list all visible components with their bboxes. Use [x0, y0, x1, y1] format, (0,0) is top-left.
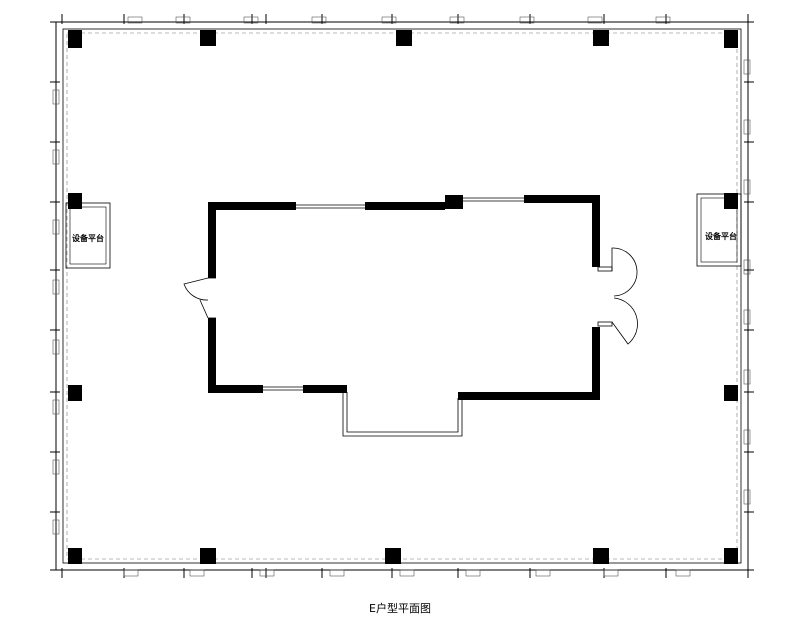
core-wall-segment — [445, 195, 463, 209]
structural-column — [593, 548, 609, 564]
platform-outline — [696, 193, 742, 267]
core-wall-segment — [524, 195, 600, 203]
facade-panel — [381, 16, 397, 24]
left-door-swing — [199, 299, 209, 319]
facade-panel — [127, 16, 143, 24]
right-door-swing — [611, 297, 638, 345]
core-walls — [208, 195, 600, 400]
left-door-swing — [183, 277, 209, 301]
facade-panel — [52, 339, 60, 355]
facade-panel — [743, 309, 751, 325]
facade-panel — [743, 59, 751, 75]
facade-panel — [329, 569, 345, 577]
core-wall-segment — [303, 385, 347, 393]
facade-panel — [743, 179, 751, 195]
structural-column — [396, 30, 412, 46]
facade-panel — [743, 369, 751, 385]
outer-frame-line — [55, 21, 749, 571]
structural-column — [724, 193, 738, 209]
plan-caption: E户型平面图 — [369, 602, 431, 615]
facade-panel — [743, 119, 751, 135]
facade-panels — [52, 16, 751, 577]
structural-column — [68, 385, 82, 401]
structural-column — [68, 30, 82, 48]
structural-column — [68, 193, 82, 209]
core-wall-segment — [592, 195, 600, 267]
facade-panel — [52, 399, 60, 415]
facade-panel — [603, 569, 619, 577]
core-wall-segment — [208, 202, 296, 210]
core-wall-segment — [208, 202, 216, 278]
structural-column — [724, 385, 738, 401]
facade-panel — [587, 16, 603, 24]
right-door-leaf — [597, 266, 613, 272]
facade-panel — [259, 569, 275, 577]
core-wall-segment — [592, 327, 600, 400]
platform-outline-inner — [69, 206, 107, 265]
structural-column — [200, 30, 216, 46]
outer-frame-inner-line — [62, 28, 742, 564]
structural-column — [724, 548, 738, 564]
equipment-platform-left: 设备平台 — [65, 202, 111, 269]
equipment-platform-label-left: 设备平台 — [72, 233, 104, 243]
frame-tick-marks — [50, 14, 754, 578]
outer-frame-dashed-line — [66, 32, 738, 560]
facade-panel — [123, 569, 139, 577]
core-doors — [183, 247, 638, 345]
core-wall-segment — [208, 385, 263, 393]
facade-panel — [449, 16, 465, 24]
facade-panel — [675, 569, 691, 577]
equipment-platform-right: 设备平台 — [696, 193, 742, 267]
facade-panel — [465, 569, 481, 577]
facade-panel — [52, 279, 60, 295]
core-wall-segment — [458, 392, 600, 400]
structural-column — [724, 30, 738, 48]
facade-panel — [175, 16, 191, 24]
facade-panel — [399, 569, 415, 577]
structural-column — [68, 548, 82, 564]
facade-panel — [311, 16, 327, 24]
facade-panel — [655, 16, 671, 24]
facade-panel — [52, 519, 60, 535]
facade-panel — [535, 569, 551, 577]
equipment-platform-label-right: 设备平台 — [705, 231, 737, 241]
facade-panel — [743, 489, 751, 505]
right-door-swing — [611, 247, 638, 297]
facade-panel — [519, 16, 535, 24]
facade-panel — [52, 219, 60, 235]
structural-column — [385, 548, 401, 564]
facade-panel — [189, 569, 205, 577]
structural-column — [593, 30, 609, 46]
platform-outline — [65, 202, 111, 269]
platform-outline-inner — [700, 197, 738, 263]
core-wall-segment — [208, 318, 216, 393]
bay-window-inner — [346, 392, 459, 433]
facade-panel — [52, 459, 60, 475]
facade-panel — [243, 16, 259, 24]
core-wall-segment — [365, 202, 445, 210]
facade-panel — [52, 149, 60, 165]
bay-window — [342, 392, 463, 437]
structural-column — [200, 548, 216, 564]
structural-columns — [68, 30, 738, 564]
right-door-leaf — [597, 321, 613, 327]
facade-panel — [743, 259, 751, 275]
core-windows — [263, 197, 524, 437]
facade-panel — [743, 429, 751, 445]
facade-panel — [52, 89, 60, 105]
